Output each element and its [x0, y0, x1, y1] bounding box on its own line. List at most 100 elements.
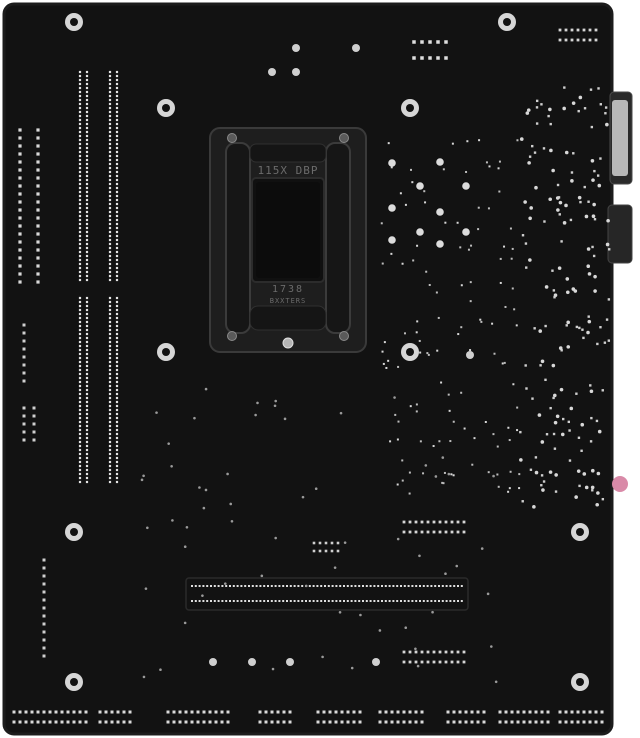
via [378, 629, 382, 632]
pcie-pin [362, 585, 364, 587]
via [584, 214, 589, 219]
header-pin [18, 152, 22, 156]
dimm-pin [78, 82, 82, 86]
header-pin [462, 650, 466, 654]
smd-pad [587, 315, 590, 318]
via [144, 587, 148, 590]
pcie-pin [354, 585, 357, 587]
header-pin [516, 710, 520, 714]
via [273, 404, 277, 408]
dimm-pin [78, 130, 82, 134]
header-pin [340, 720, 344, 724]
header-pin [420, 56, 424, 60]
large-via [436, 158, 444, 166]
pcie-pin [426, 600, 429, 602]
header-pin [402, 660, 406, 664]
header-pin [276, 720, 280, 724]
dimm-pin [108, 278, 112, 282]
dimm-pin [115, 238, 119, 242]
smd-pad [496, 445, 499, 448]
dimm-pin [85, 400, 89, 404]
header-pin [18, 128, 22, 132]
header-pin [220, 710, 224, 714]
pcie-pin [415, 600, 418, 602]
dimm-pin [108, 456, 112, 460]
dimm-pin [115, 122, 119, 126]
pcie-pin [434, 585, 437, 587]
dimm-pin [115, 316, 119, 320]
header-pin [408, 530, 412, 534]
via [544, 285, 549, 289]
smd-pad [558, 213, 561, 216]
dimm-pin [78, 348, 82, 352]
smd-pad [416, 320, 419, 323]
dimm-pin [115, 222, 119, 226]
pcie-pin [369, 585, 372, 587]
header-pin [588, 28, 592, 32]
header-pin [420, 710, 424, 714]
smd-pad [560, 349, 563, 352]
dimm-pin [108, 356, 112, 360]
header-pin [36, 184, 40, 188]
pcie-pin [320, 585, 323, 587]
dimm-pin [78, 262, 82, 266]
header-pin [414, 720, 418, 724]
dimm-pin [78, 162, 82, 166]
dimm-pin [85, 222, 89, 226]
dimm-pin [108, 222, 112, 226]
smd-pad [487, 207, 490, 210]
smd-pad [560, 240, 563, 243]
smd-pad [592, 254, 596, 258]
pcie-pin [365, 585, 368, 587]
smd-pad [590, 416, 593, 420]
dimm-pin [78, 400, 82, 404]
header-pin [438, 530, 442, 534]
dimm-pin [108, 464, 112, 468]
dimm-pin [78, 368, 82, 372]
header-pin [330, 549, 334, 553]
via [304, 584, 308, 588]
header-pin [196, 710, 200, 714]
dimm-pin [108, 210, 112, 214]
header-pin [358, 710, 362, 714]
smd-pad [508, 439, 511, 442]
smd-pad [587, 200, 590, 203]
via [441, 456, 445, 459]
pcie-pin [267, 585, 269, 587]
header-pin [18, 280, 22, 284]
smd-pad [511, 287, 514, 290]
pcie-pin [206, 585, 209, 587]
dimm-pin [108, 360, 112, 364]
pcie-pin [236, 600, 239, 602]
via [140, 478, 144, 482]
smd-pad [399, 192, 402, 195]
smd-pad [410, 168, 413, 171]
header-pin [324, 541, 328, 545]
header-pin [420, 650, 424, 654]
dimm-pin [85, 448, 89, 452]
dimm-pin [108, 110, 112, 114]
via [569, 406, 574, 411]
dimm-pin [85, 428, 89, 432]
mounting-hole [576, 678, 584, 686]
via [338, 610, 342, 614]
header-pin [276, 710, 280, 714]
via [548, 197, 553, 202]
smd-pad [381, 350, 384, 353]
dimm-pin [108, 320, 112, 324]
via [519, 137, 524, 141]
dimm-pin [115, 98, 119, 102]
smd-pad [581, 328, 584, 331]
via [455, 564, 459, 568]
pcie-pin [240, 600, 243, 602]
header-pin [264, 720, 268, 724]
dimm-pin [85, 246, 89, 250]
pcie-pin [312, 585, 315, 587]
smd-pad [432, 445, 435, 448]
smd-pad [525, 266, 528, 269]
smd-pad [565, 324, 568, 327]
header-pin [190, 720, 194, 724]
dimm-pin [78, 78, 82, 82]
dimm-pin [78, 166, 82, 170]
